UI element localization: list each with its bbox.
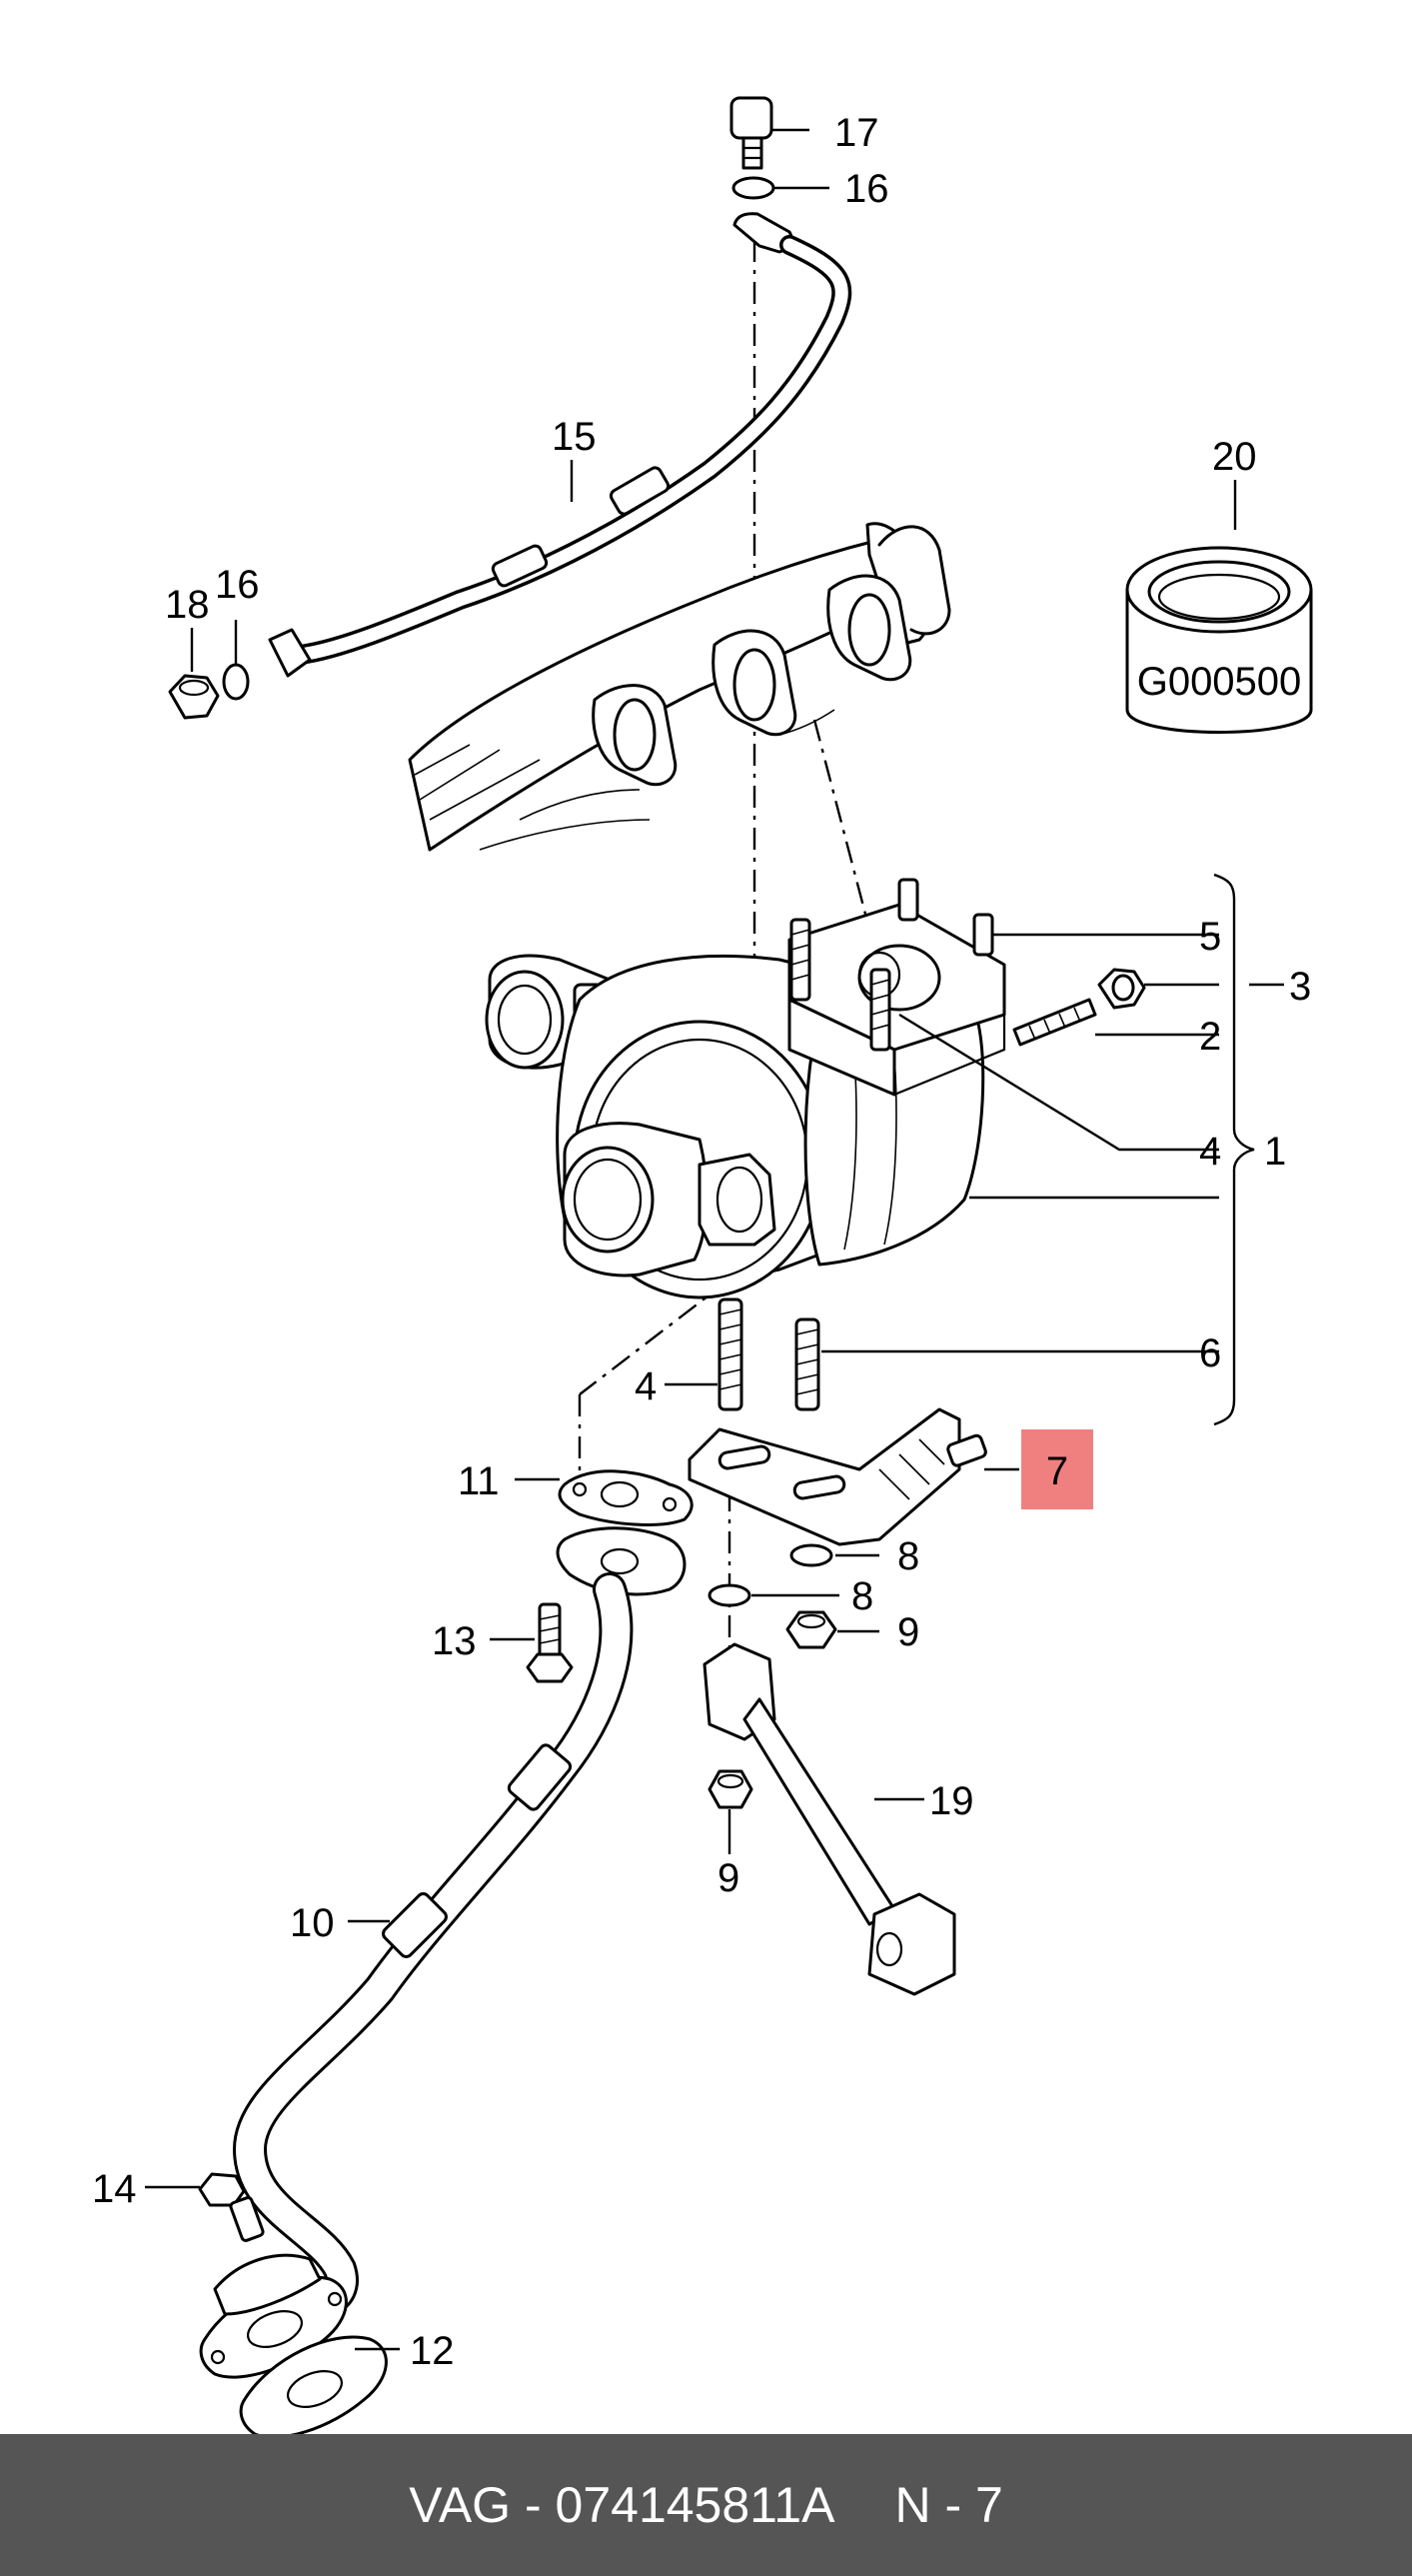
callout-12[interactable]: 12 xyxy=(410,2329,455,2373)
callout-15[interactable]: 15 xyxy=(552,415,597,459)
callout-17[interactable]: 17 xyxy=(834,111,879,155)
oil-supply-line-part-15[interactable] xyxy=(268,212,852,678)
assembly-bracket xyxy=(1213,873,1255,1426)
footer-ref-prefix: N - xyxy=(894,2477,975,2533)
callout-labels: 17 16 15 18 16 20 5 3 2 4 1 6 4 7 8 8 9 … xyxy=(92,111,1311,2373)
return-line-flange xyxy=(213,2253,322,2316)
leader-lines xyxy=(145,128,1284,2351)
nut-part-3[interactable] xyxy=(1097,968,1146,1010)
turbocharger-part-1[interactable] xyxy=(485,903,1006,1299)
footer-part-number: 074145811A xyxy=(555,2477,835,2533)
callout-1[interactable]: 1 xyxy=(1264,1130,1286,1174)
highlight-box xyxy=(1021,1429,1093,1509)
bracket-part-7[interactable] xyxy=(688,1407,987,1546)
callout-20[interactable]: 20 xyxy=(1212,435,1257,479)
washer-part-8-right[interactable] xyxy=(789,1543,833,1567)
callout-9-right[interactable]: 9 xyxy=(897,1610,919,1654)
seal-washer-part-16-left[interactable] xyxy=(222,663,250,701)
gasket-part-11[interactable] xyxy=(558,1469,694,1526)
union-nut-part-18[interactable] xyxy=(168,674,220,720)
callout-16-left[interactable]: 16 xyxy=(215,563,260,607)
footer-ref-number: 7 xyxy=(974,2477,1003,2533)
callout-18[interactable]: 18 xyxy=(165,583,210,627)
filter-code: G000500 xyxy=(1137,660,1302,704)
callout-10[interactable]: 10 xyxy=(290,1901,335,1945)
callout-5[interactable]: 5 xyxy=(1199,915,1221,959)
nut-part-9-right[interactable] xyxy=(785,1610,837,1649)
bolt-part-14[interactable] xyxy=(198,2172,265,2242)
part-number-footer: VAG - 074145811A N - 7 xyxy=(0,2434,1412,2576)
oil-return-flange xyxy=(556,1526,687,1596)
callout-3[interactable]: 3 xyxy=(1289,965,1311,1009)
air-filter-part-20[interactable]: G000500 xyxy=(1125,546,1313,734)
seal-washer-part-16-top[interactable] xyxy=(731,176,775,200)
support-part-19[interactable] xyxy=(703,1642,956,1996)
callout-4-lower[interactable]: 4 xyxy=(635,1364,657,1408)
callout-8-right[interactable]: 8 xyxy=(897,1534,919,1578)
gasket-part-12-lower xyxy=(239,2335,388,2434)
footer-separator: - xyxy=(511,2477,556,2533)
exploded-parts-diagram: G000500 xyxy=(92,96,1313,2434)
banjo-bolt-part-17[interactable] xyxy=(729,96,773,170)
callout-8-left[interactable]: 8 xyxy=(851,1574,873,1618)
stud-part-2[interactable] xyxy=(1012,998,1097,1047)
callout-9-lower[interactable]: 9 xyxy=(717,1856,739,1900)
callout-14[interactable]: 14 xyxy=(92,2167,137,2211)
washer-part-8-left[interactable] xyxy=(707,1583,751,1607)
callout-7-highlighted[interactable]: 7 xyxy=(1046,1449,1068,1493)
flange-studs xyxy=(789,878,994,1052)
callout-19[interactable]: 19 xyxy=(929,1779,974,1823)
oil-return-line-part-10[interactable] xyxy=(232,1572,634,2318)
callout-16-top[interactable]: 16 xyxy=(844,167,889,211)
callout-4-upper[interactable]: 4 xyxy=(1199,1130,1221,1174)
callout-2[interactable]: 2 xyxy=(1199,1015,1221,1059)
bolt-part-13[interactable] xyxy=(526,1602,574,1683)
callout-13[interactable]: 13 xyxy=(432,1619,477,1663)
stud-part-4-lower[interactable] xyxy=(717,1297,743,1411)
nut-part-9-lower[interactable] xyxy=(707,1769,753,1809)
exhaust-manifold xyxy=(408,522,951,852)
callout-6[interactable]: 6 xyxy=(1199,1331,1221,1375)
stud-part-6[interactable] xyxy=(794,1317,820,1411)
footer-brand: VAG xyxy=(409,2477,512,2533)
callout-11[interactable]: 11 xyxy=(458,1459,500,1503)
